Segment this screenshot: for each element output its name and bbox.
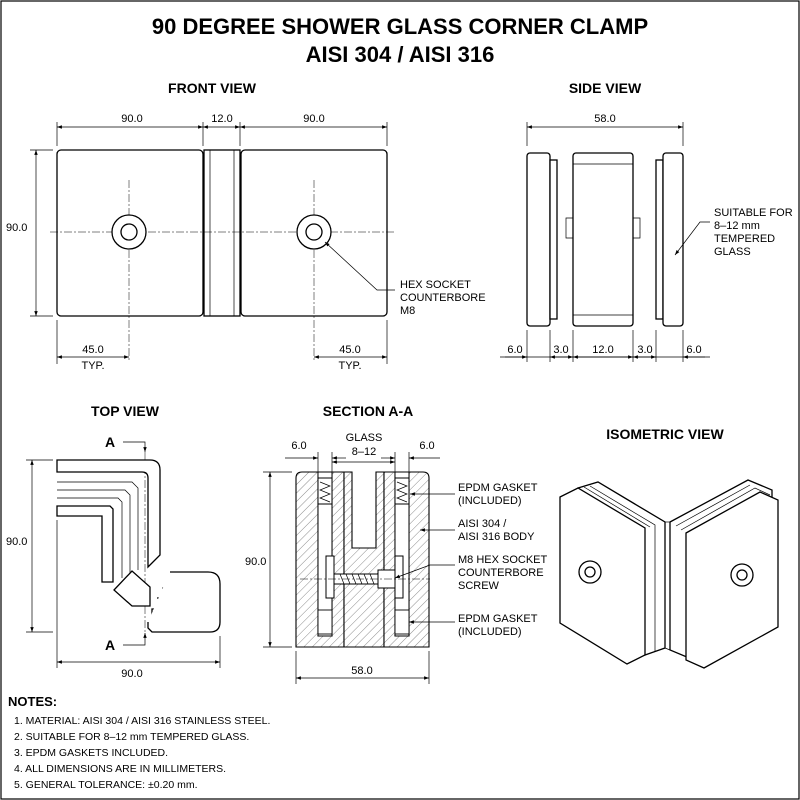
notes-heading: NOTES:	[8, 694, 57, 709]
section-dim-glass-range: 8–12	[352, 446, 376, 458]
side-right-gasket	[655, 159, 664, 320]
front-dim-hole-right-note: TYP.	[338, 360, 361, 372]
front-dim-right-width: 90.0	[303, 113, 324, 125]
drawing-title: 90 DEGREE SHOWER GLASS CORNER CLAMP	[152, 14, 648, 39]
top-view-title: TOP VIEW	[91, 403, 160, 419]
front-dim-gap: 12.0	[211, 113, 232, 125]
side-view-title: SIDE VIEW	[569, 80, 642, 96]
isometric-view: ISOMETRIC VIEW	[559, 426, 779, 669]
section-gasket-top-left	[317, 477, 333, 505]
side-callout-line2: 8–12 mm	[714, 220, 760, 232]
top-section-mark-bottom: A	[105, 637, 115, 653]
section-dim-height: 90.0	[245, 556, 266, 568]
front-callout-line2: COUNTERBORE	[400, 292, 486, 304]
section-callout-gasket-top-2: (INCLUDED)	[458, 495, 522, 507]
side-left-cap	[526, 152, 551, 327]
note-5: 5. GENERAL TOLERANCE: ±0.20 mm.	[14, 779, 198, 791]
side-dim-right-cap: 6.0	[686, 344, 701, 356]
drawing-subtitle: AISI 304 / AISI 316	[306, 42, 495, 67]
section-dim-glass-label: GLASS	[346, 432, 383, 444]
side-callout-line4: GLASS	[714, 246, 751, 258]
top-section-mark-top: A	[105, 434, 115, 450]
front-callout-line3: M8	[400, 305, 415, 317]
front-dim-hole-right: 45.0	[339, 344, 360, 356]
top-view: TOP VIEW A A 90.0 90.0	[6, 403, 221, 680]
section-gasket-bottom-left	[317, 609, 333, 635]
side-dim-left-gap: 3.0	[553, 344, 568, 356]
side-callout-line1: SUITABLE FOR	[714, 207, 793, 219]
side-center-body	[572, 152, 634, 327]
top-dim-height: 90.0	[6, 536, 27, 548]
section-dim-width: 58.0	[351, 665, 372, 677]
top-upper-body	[56, 459, 161, 569]
section-callout-gasket-bottom-1: EPDM GASKET	[458, 613, 538, 625]
side-right-cap	[662, 152, 684, 327]
section-callout-body-2: AISI 316 BODY	[458, 531, 535, 543]
front-callout-line1: HEX SOCKET	[400, 279, 471, 291]
side-dim-overall: 58.0	[594, 113, 615, 125]
side-view: SIDE VIEW 58.0 SUITABLE FOR 8–12 mm TEMP…	[500, 80, 793, 362]
front-dim-left-width: 90.0	[121, 113, 142, 125]
section-callout-gasket-top-1: EPDM GASKET	[458, 482, 538, 494]
note-3: 3. EPDM GASKETS INCLUDED.	[14, 747, 168, 759]
section-view-title: SECTION A-A	[323, 403, 413, 419]
front-view-title: FRONT VIEW	[168, 80, 257, 96]
front-spine	[203, 149, 241, 317]
front-view: FRONT VIEW 90.0 12.0 90.0 90.0	[6, 80, 486, 372]
note-2: 2. SUITABLE FOR 8–12 mm TEMPERED GLASS.	[14, 731, 249, 743]
side-left-gasket	[549, 159, 558, 320]
section-callout-screw-3: SCREW	[458, 580, 500, 592]
note-1: 1. MATERIAL: AISI 304 / AISI 316 STAINLE…	[14, 715, 270, 727]
section-gasket-bottom-right	[394, 609, 410, 635]
side-callout-line3: TEMPERED	[714, 233, 775, 245]
side-dim-left-cap: 6.0	[507, 344, 522, 356]
section-callout-screw-2: COUNTERBORE	[458, 567, 544, 579]
notes-block: NOTES: 1. MATERIAL: AISI 304 / AISI 316 …	[8, 694, 270, 791]
isometric-view-title: ISOMETRIC VIEW	[606, 426, 724, 442]
section-center-body	[343, 471, 385, 648]
note-4: 4. ALL DIMENSIONS ARE IN MILLIMETERS.	[14, 763, 226, 775]
section-callout-body-1: AISI 304 /	[458, 518, 507, 530]
front-dim-height: 90.0	[6, 222, 27, 234]
section-callout-gasket-bottom-2: (INCLUDED)	[458, 626, 522, 638]
section-callout-screw-1: M8 HEX SOCKET	[458, 554, 548, 566]
section-view: SECTION A-A 6.0 GLASS 8–12 6.0	[245, 403, 548, 684]
section-dim-right: 6.0	[419, 440, 434, 452]
side-dim-right-gap: 3.0	[637, 344, 652, 356]
section-dim-left: 6.0	[291, 440, 306, 452]
section-gasket-top-right	[394, 477, 410, 505]
top-dim-width: 90.0	[121, 668, 142, 680]
front-dim-hole-left-note: TYP.	[81, 360, 104, 372]
side-dim-body: 12.0	[592, 344, 613, 356]
top-corner-block	[113, 570, 151, 607]
front-dim-hole-left: 45.0	[82, 344, 103, 356]
iso-left-plate	[559, 487, 646, 665]
